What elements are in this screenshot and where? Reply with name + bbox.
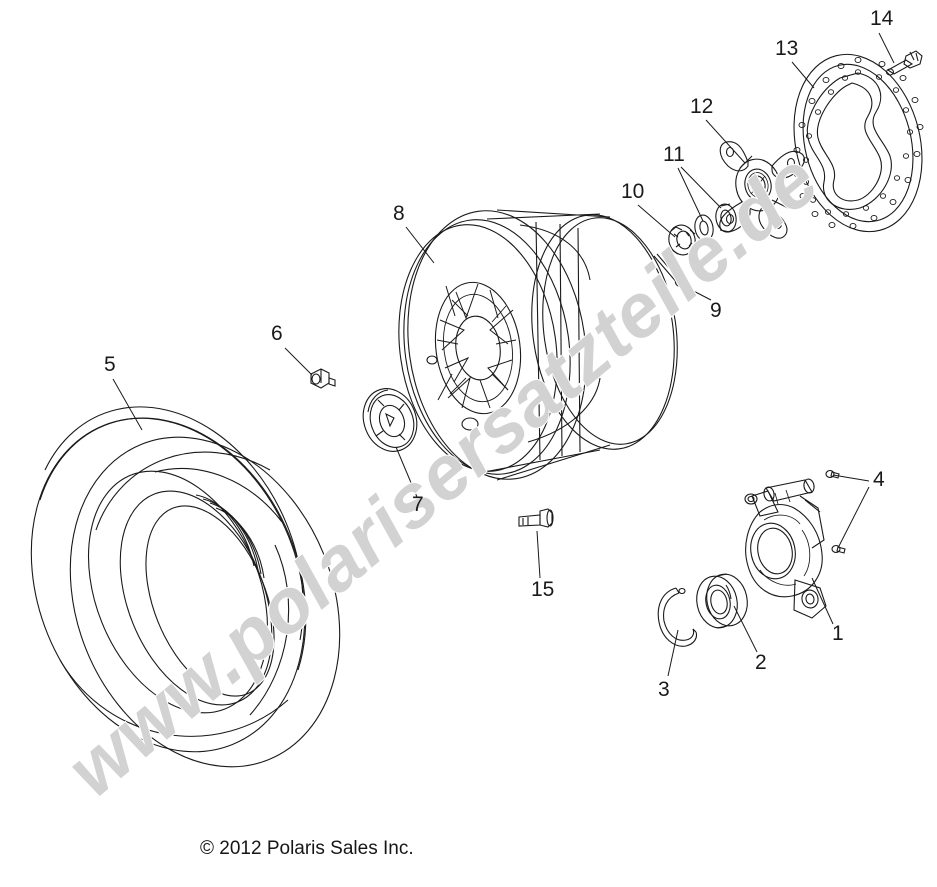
carrier-bolt-parts bbox=[825, 469, 846, 554]
callout-number-8[interactable]: 8 bbox=[393, 202, 405, 225]
leader-12 bbox=[705, 119, 746, 164]
leader-5 bbox=[112, 378, 143, 431]
leader-4a bbox=[832, 474, 870, 482]
leader-15 bbox=[536, 530, 541, 579]
callout-number-10[interactable]: 10 bbox=[621, 180, 645, 203]
callout-number-6[interactable]: 6 bbox=[271, 322, 283, 345]
wheel-rim-part bbox=[398, 209, 678, 481]
snap-ring-part bbox=[657, 587, 698, 647]
leader-13 bbox=[791, 61, 815, 89]
callout-number-13[interactable]: 13 bbox=[775, 37, 799, 60]
leader-10 bbox=[637, 204, 676, 238]
brake-disc-part bbox=[793, 53, 924, 233]
center-cap-part bbox=[362, 388, 418, 452]
callout-number-15[interactable]: 15 bbox=[531, 578, 555, 601]
wheel-bearing-part bbox=[696, 573, 748, 629]
copyright-notice: © 2012 Polaris Sales Inc. bbox=[200, 838, 414, 859]
valve-stem-part bbox=[310, 368, 336, 389]
leader-11b bbox=[680, 166, 722, 209]
leader-4b bbox=[837, 486, 870, 549]
site-watermark: www.polarisersatzteile.de bbox=[50, 135, 835, 814]
tire-part bbox=[30, 406, 341, 768]
callout-number-2[interactable]: 2 bbox=[755, 651, 767, 674]
leader-line-group bbox=[112, 32, 895, 677]
callout-number-12[interactable]: 12 bbox=[690, 95, 714, 118]
disc-bolt-part bbox=[885, 50, 923, 76]
leader-6 bbox=[284, 347, 313, 376]
leader-11a bbox=[677, 167, 704, 222]
callout-number-4[interactable]: 4 bbox=[873, 468, 885, 491]
leader-2 bbox=[733, 605, 758, 653]
castle-nut-part bbox=[668, 224, 697, 256]
watermark-label: www.polarisersatzteile.de bbox=[51, 136, 834, 813]
callout-number-9[interactable]: 9 bbox=[710, 299, 722, 322]
callout-number-1[interactable]: 1 bbox=[832, 622, 844, 645]
lug-bolt-part bbox=[518, 508, 554, 528]
leader-8 bbox=[405, 226, 435, 264]
callout-number-5[interactable]: 5 bbox=[104, 353, 116, 376]
callout-number-11[interactable]: 11 bbox=[663, 143, 685, 166]
cotter-pin-part bbox=[653, 253, 684, 287]
leader-9 bbox=[677, 282, 712, 301]
callout-number-3[interactable]: 3 bbox=[658, 678, 670, 701]
hub-carrier-part bbox=[744, 478, 827, 619]
leader-7 bbox=[395, 446, 418, 498]
leader-1 bbox=[811, 577, 834, 625]
wheel-hub-part bbox=[719, 141, 805, 239]
callout-number-7[interactable]: 7 bbox=[412, 493, 424, 516]
callout-number-14[interactable]: 14 bbox=[870, 7, 894, 30]
leader-3 bbox=[667, 629, 679, 677]
leader-14 bbox=[878, 32, 895, 64]
